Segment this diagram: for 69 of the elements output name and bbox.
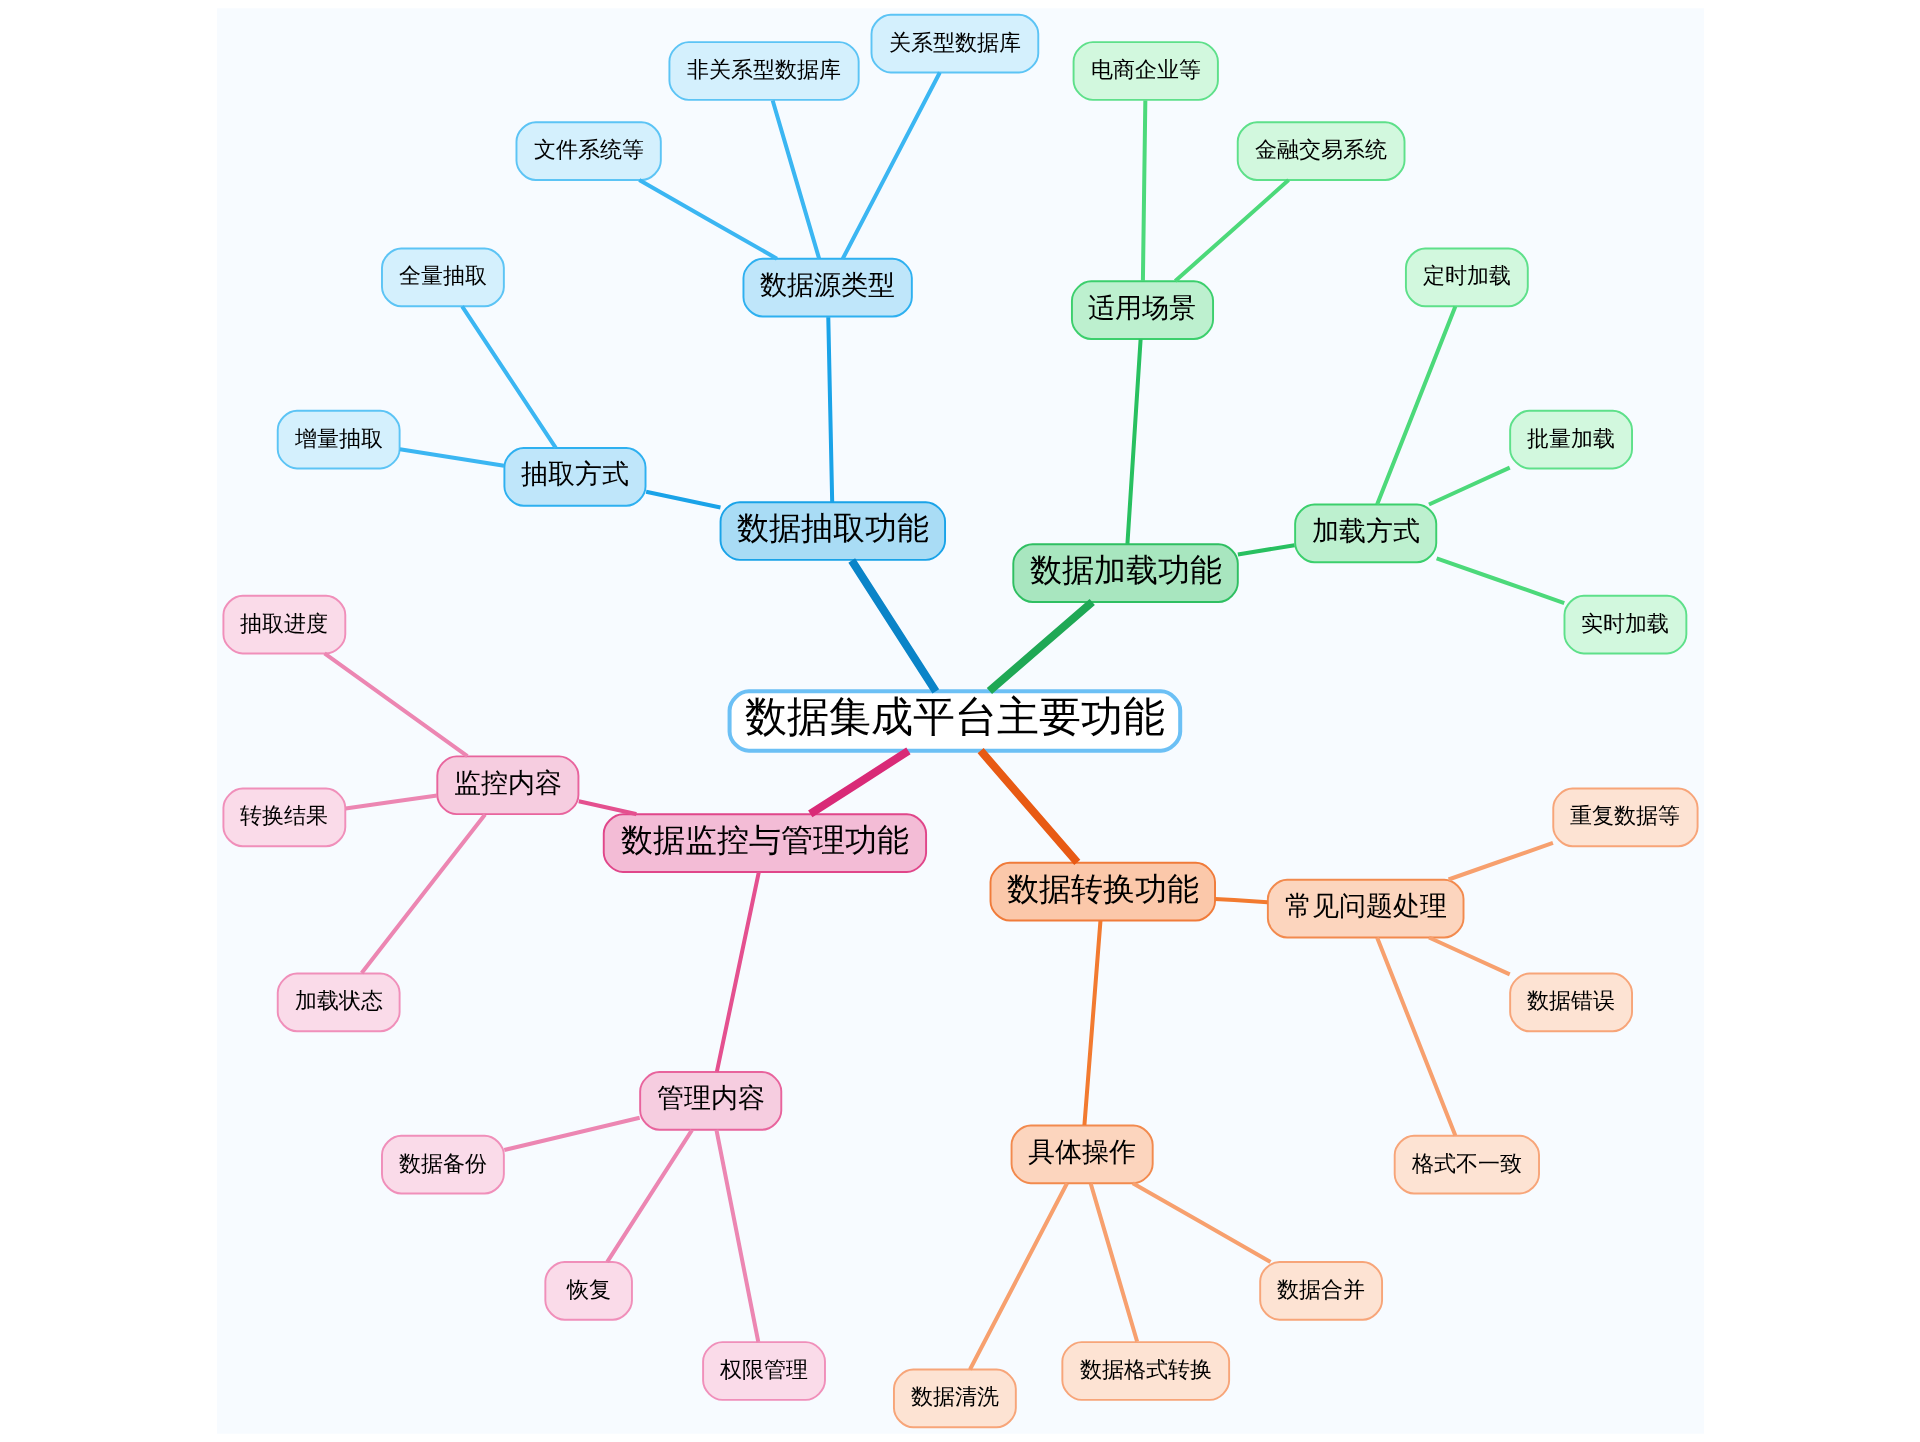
connector (577, 799, 637, 817)
node-box: 具体操作 (1010, 1124, 1154, 1185)
connector (1435, 556, 1565, 605)
connector (1173, 178, 1290, 283)
node-box: 金融交易系统 (1236, 121, 1405, 181)
node-box: 权限管理 (701, 1341, 826, 1401)
connector (967, 1182, 1069, 1371)
connector (847, 558, 939, 694)
connector (1081, 920, 1102, 1126)
node-box: 抽取进度 (221, 594, 346, 655)
connector (825, 317, 834, 503)
connector (1214, 896, 1268, 905)
node-box: 数据加载功能 (1011, 543, 1239, 603)
connector (1131, 1181, 1271, 1264)
node-box: 适用场景 (1070, 280, 1214, 340)
node-box: 数据清洗 (892, 1368, 1017, 1429)
node-box: 数据源类型 (742, 257, 913, 318)
node-box: 监控内容 (435, 755, 579, 816)
connector (459, 305, 557, 449)
connector (359, 813, 487, 975)
node-box: 实时加载 (1563, 594, 1687, 655)
node-box: 数据集成平台主要功能 (727, 689, 1182, 753)
connector (807, 747, 911, 818)
connector (637, 178, 778, 261)
node-box: 重复数据等 (1551, 787, 1699, 848)
connector (1124, 339, 1143, 545)
connector (977, 748, 1080, 865)
connector (322, 651, 469, 758)
connector (503, 1115, 640, 1152)
connector (1237, 543, 1295, 557)
connector (1140, 100, 1147, 281)
connector (714, 871, 761, 1072)
node-box: 定时加载 (1404, 247, 1529, 308)
connector (1427, 465, 1511, 507)
connector (1088, 1182, 1139, 1343)
node-box: 管理内容 (638, 1071, 782, 1131)
connector (1374, 305, 1457, 506)
node-box: 数据备份 (380, 1134, 505, 1195)
node-box: 数据监控与管理功能 (602, 813, 927, 873)
node-box: 关系型数据库 (870, 13, 1039, 74)
node-box: 全量抽取 (380, 247, 505, 308)
connector (1374, 936, 1457, 1137)
node-box: 加载状态 (276, 972, 401, 1033)
node-box: 转换结果 (221, 787, 346, 848)
connector (840, 71, 942, 260)
node-box: 批量加载 (1508, 409, 1633, 470)
connector (605, 1129, 694, 1263)
node-box: 数据格式转换 (1060, 1341, 1230, 1401)
connector (344, 793, 437, 811)
node-box: 非关系型数据库 (667, 41, 860, 101)
connector (645, 489, 721, 510)
node-box: 数据转换功能 (989, 861, 1216, 922)
node-box: 文件系统等 (515, 121, 662, 181)
node-box: 电商企业等 (1072, 41, 1219, 101)
connector (399, 447, 504, 468)
node-box: 恢复 (543, 1261, 633, 1321)
node-box: 常见问题处理 (1266, 878, 1464, 939)
node-box: 数据抽取功能 (719, 501, 946, 561)
node-box: 加载方式 (1293, 503, 1437, 564)
node-box: 数据合并 (1258, 1261, 1383, 1321)
node-box: 增量抽取 (276, 409, 401, 470)
connector (1447, 840, 1554, 882)
node-box: 抽取方式 (502, 447, 646, 507)
connector (770, 99, 821, 260)
node-box: 格式不一致 (1393, 1134, 1540, 1195)
connector (1427, 935, 1511, 977)
node-box: 数据错误 (1508, 972, 1633, 1033)
connector (986, 599, 1095, 695)
connector (713, 1129, 760, 1343)
